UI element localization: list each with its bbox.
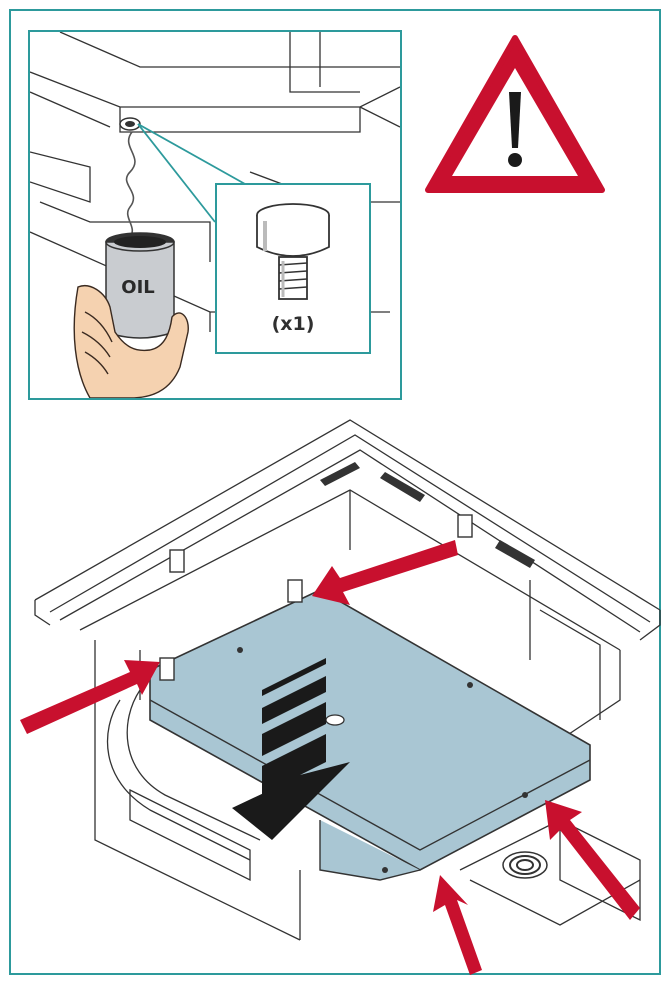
part-callout: (x1) (215, 183, 371, 354)
fan-grille-icon (502, 851, 548, 879)
cover-panel (149, 589, 591, 881)
warning-triangle-icon (425, 35, 605, 193)
oil-inset-panel: OIL (x1) (28, 30, 402, 400)
quantity-label: (x1) (271, 313, 315, 335)
fixing-clips (159, 514, 473, 681)
cap-screw-icon (256, 203, 330, 300)
hand-icon (73, 285, 189, 398)
oil-can-icon (105, 232, 175, 339)
downward-direction-arrow (232, 658, 350, 840)
vent-grilles (320, 462, 535, 568)
cover-removal-illustration (20, 419, 661, 975)
red-pointer-arrows (20, 540, 640, 975)
appliance-outline (34, 419, 661, 941)
oil-can-label: OIL (121, 277, 155, 298)
